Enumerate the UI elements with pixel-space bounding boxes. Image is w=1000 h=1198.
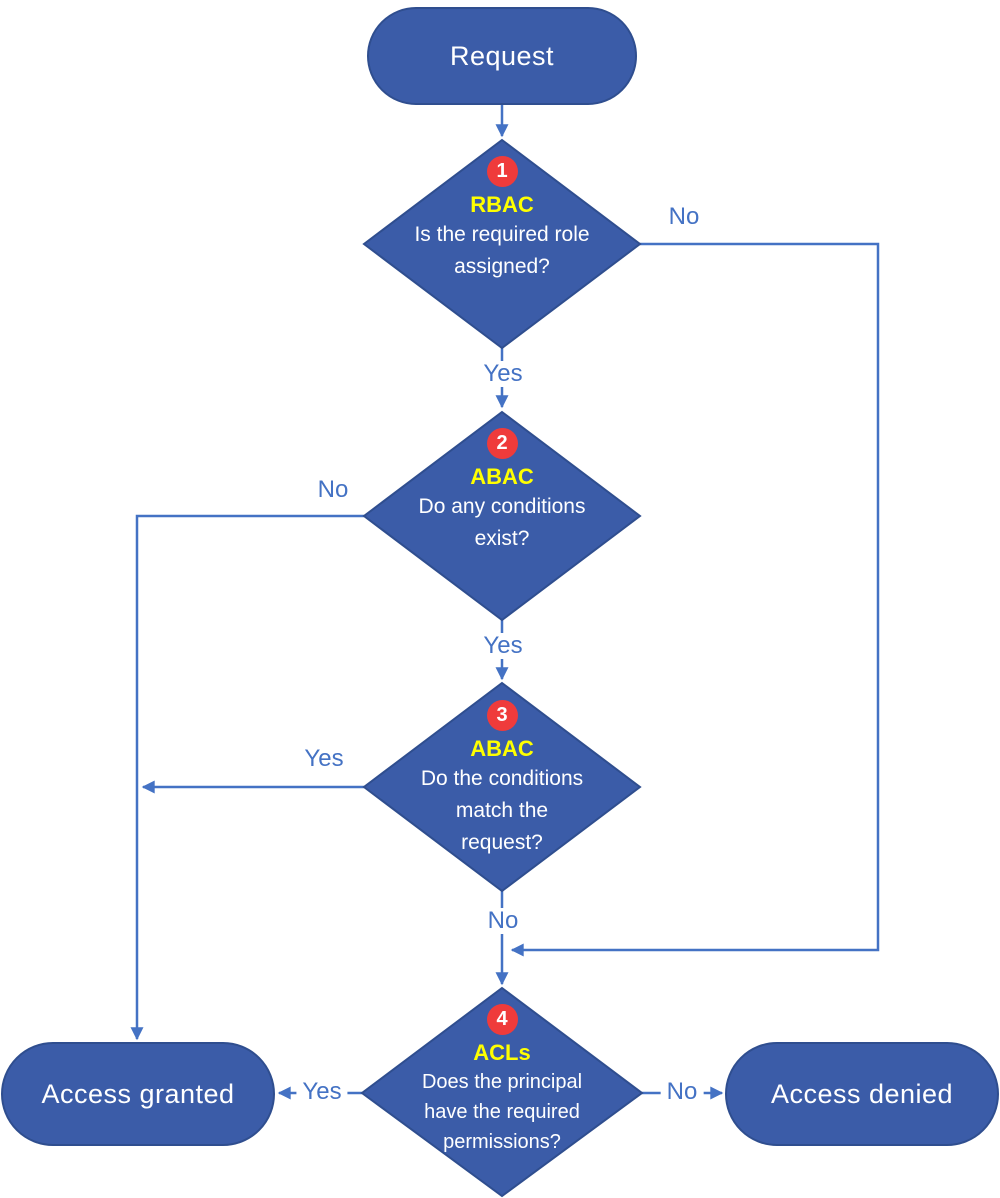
decision1-step-badge: 1	[486, 156, 518, 187]
decision4-step-badge: 4	[486, 1004, 518, 1035]
decision1-shape	[362, 138, 642, 350]
decision3-text-line: match the	[455, 799, 549, 822]
edge-label-decision3-yes: Yes	[304, 745, 344, 772]
edge-label-decision4-no: No	[660, 1079, 704, 1105]
decision1-text-line: assigned?	[454, 255, 550, 278]
decision3-content: 3 ABAC Do the conditions match the reque…	[352, 700, 652, 859]
decision3-shape	[362, 681, 642, 893]
decision2-content: 2 ABAC Do any conditions exist?	[352, 428, 652, 555]
access-granted-label: Access granted	[41, 1078, 235, 1109]
shape-group	[1, 7, 999, 1198]
decision1-content: 1 RBAC Is the required role assigned?	[352, 156, 652, 283]
decision3-text-line: Do the conditions	[420, 767, 584, 790]
decision4-content: 4 ACLs Does the principal have the requi…	[352, 1004, 652, 1157]
edge-label-decision2-yes: Yes	[477, 633, 529, 659]
access-denied-label: Access denied	[770, 1078, 954, 1109]
decision1-tag: RBAC	[470, 192, 534, 217]
decision4-text-line: Does the principal	[421, 1071, 583, 1093]
decision1-text-line: Is the required role	[414, 223, 590, 246]
decision3-tag: ABAC	[470, 736, 534, 761]
decision4-text-line: permissions?	[443, 1131, 561, 1153]
access-granted-shape	[1, 1042, 275, 1146]
request-node-label: Request	[449, 40, 555, 71]
decision3-step-badge: 3	[486, 700, 518, 731]
decision2-tag: ABAC	[470, 464, 534, 489]
decision4-shape	[360, 986, 644, 1198]
decision3-text-line: request?	[461, 831, 543, 854]
decision4-tag: ACLs	[473, 1040, 531, 1065]
edge-decision1-no	[510, 242, 880, 957]
decision2-step-badge: 2	[486, 428, 518, 459]
edge-label-decision2-no: No	[317, 476, 349, 503]
request-node-shape	[367, 7, 637, 105]
edge-label-decision1-yes: Yes	[477, 361, 529, 387]
edge-label-decision3-no: No	[481, 908, 525, 934]
access-denied-shape	[725, 1042, 999, 1146]
decision2-text-line: Do any conditions	[418, 495, 586, 518]
decision4-text-line: have the required	[424, 1101, 580, 1123]
decision2-text-line: exist?	[474, 527, 530, 550]
edge-decision2-no	[130, 514, 364, 1041]
edge-label-decision1-no: No	[668, 203, 700, 230]
decision2-shape	[362, 410, 642, 622]
edge-label-decision4-yes: Yes	[296, 1079, 348, 1105]
